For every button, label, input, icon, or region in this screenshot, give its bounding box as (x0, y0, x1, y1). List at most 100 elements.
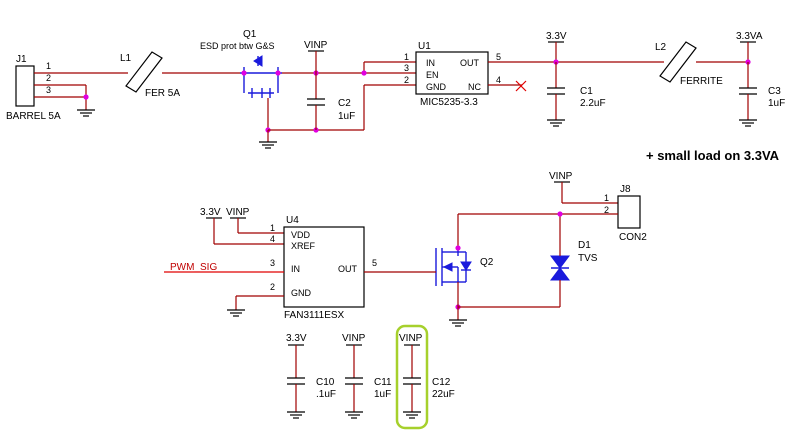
connector-j1: J1 BARREL 5A 1 2 3 (6, 54, 128, 122)
svg-text:OUT: OUT (460, 58, 480, 68)
mosfet-q1: Q1 ESD prot btw G&S (200, 29, 282, 149)
svg-text:2: 2 (270, 282, 275, 292)
svg-text:1: 1 (270, 223, 275, 233)
svg-text:XREF: XREF (291, 241, 316, 251)
c12-ref: C12 (432, 377, 451, 388)
capacitor-c11: VINP C11 1uF (342, 333, 392, 419)
svg-text:VINP: VINP (549, 171, 573, 182)
ground-symbol (77, 109, 95, 117)
l2-ref: L2 (655, 42, 667, 53)
l1-body (125, 51, 163, 93)
svg-text:2: 2 (604, 205, 609, 215)
inductor-l1: L1 FER 5A (120, 51, 240, 99)
c10-value: .1uF (316, 389, 336, 400)
c11-value: 1uF (374, 389, 391, 400)
net-3v3-top: 3.3V (546, 31, 567, 65)
svg-text:3.3V: 3.3V (286, 333, 307, 344)
svg-text:GND: GND (426, 82, 447, 92)
svg-text:VINP: VINP (226, 207, 250, 218)
j1-pin3: 3 (46, 85, 51, 95)
q1-ref: Q1 (243, 29, 257, 40)
capacitor-c1: C1 2.2uF (547, 62, 606, 127)
svg-text:5: 5 (372, 258, 377, 268)
svg-text:GND: GND (291, 288, 312, 298)
svg-text:5: 5 (496, 52, 501, 62)
ground-symbol (449, 319, 467, 327)
u4-value: FAN3111ESX (284, 310, 345, 321)
u4-ref: U4 (286, 215, 299, 226)
net-vinp-u4: VINP (226, 207, 284, 234)
highlight-box (395, 324, 429, 430)
svg-text:VINP: VINP (399, 333, 423, 344)
u1-value: MIC5235-3.3 (420, 97, 478, 108)
c1-value: 2.2uF (580, 98, 606, 109)
u1-body (415, 51, 489, 95)
c10-ref: C10 (316, 377, 335, 388)
svg-text:3.3VA: 3.3VA (736, 31, 763, 42)
net-pwm-sig: PWM_SIG (170, 262, 217, 273)
c12-value: 22uF (432, 389, 455, 400)
l2-value: FERRITE (680, 76, 723, 87)
c2-value: 1uF (338, 111, 355, 122)
capacitor-c3: C3 1uF (739, 62, 785, 127)
svg-text:IN: IN (291, 264, 300, 274)
net-vinp-j8: VINP (549, 171, 618, 204)
svg-text:3: 3 (270, 258, 275, 268)
capacitor-c12: VINP C12 22uF (395, 324, 455, 430)
no-connect-mark (515, 80, 527, 92)
inductor-l2: L2 FERRITE (655, 41, 748, 87)
j1-body (15, 65, 35, 107)
diode-d1: D1 TVS (550, 240, 598, 307)
d1-ref: D1 (578, 240, 591, 251)
ground-symbol (547, 119, 565, 127)
ground-symbol (403, 411, 421, 419)
q2-ref: Q2 (480, 257, 494, 268)
ground-symbol (227, 309, 245, 317)
svg-text:4: 4 (270, 234, 275, 244)
mosfet-q2: Q2 (435, 245, 494, 310)
u1-ref: U1 (418, 41, 431, 52)
svg-text:2: 2 (404, 75, 409, 85)
c1-ref: C1 (580, 86, 593, 97)
j1-pin1: 1 (46, 61, 51, 71)
j1-ref: J1 (16, 54, 27, 65)
load-note: + small load on 3.3VA (646, 148, 780, 163)
j1-value: BARREL 5A (6, 111, 61, 122)
l1-ref: L1 (120, 53, 132, 64)
regulator-u1: U1 1 3 2 IN EN GND OUT NC 5 4 MIC5235-3.… (404, 41, 664, 108)
ground-symbol (345, 411, 363, 419)
j1-pin2: 2 (46, 73, 51, 83)
c3-value: 1uF (768, 98, 785, 109)
svg-text:4: 4 (496, 75, 501, 85)
svg-text:3: 3 (404, 63, 409, 73)
connector-j8: J8 1 2 CON2 (604, 184, 647, 243)
svg-text:NC: NC (468, 82, 481, 92)
c11-ref: C11 (374, 377, 392, 388)
svg-text:1: 1 (404, 52, 409, 62)
svg-text:VDD: VDD (291, 230, 311, 240)
j8-ref: J8 (620, 184, 631, 195)
l2-body (659, 41, 697, 83)
ground-symbol (287, 411, 305, 419)
svg-text:3.3V: 3.3V (200, 207, 221, 218)
q1-note: ESD prot btw G&S (200, 41, 275, 51)
svg-text:1: 1 (604, 193, 609, 203)
c2-ref: C2 (338, 98, 351, 109)
driver-u4: U4 1 4 3 2 VDD XREF IN GND OUT 5 FAN3111… (270, 215, 377, 321)
d1-value: TVS (578, 253, 598, 264)
ground-symbol (259, 141, 277, 149)
svg-text:3.3V: 3.3V (546, 31, 567, 42)
svg-text:OUT: OUT (338, 264, 358, 274)
capacitor-c10: 3.3V C10 .1uF (286, 333, 336, 419)
svg-text:IN: IN (426, 58, 435, 68)
svg-text:VINP: VINP (304, 40, 328, 51)
net-3v3a-top: 3.3VA (736, 31, 763, 65)
svg-text:EN: EN (426, 70, 439, 80)
j8-value: CON2 (619, 232, 647, 243)
j8-body (617, 195, 641, 229)
net-vinp-top: VINP (304, 40, 328, 73)
net-3v3-u4: 3.3V (200, 207, 284, 245)
ground-symbol (739, 119, 757, 127)
